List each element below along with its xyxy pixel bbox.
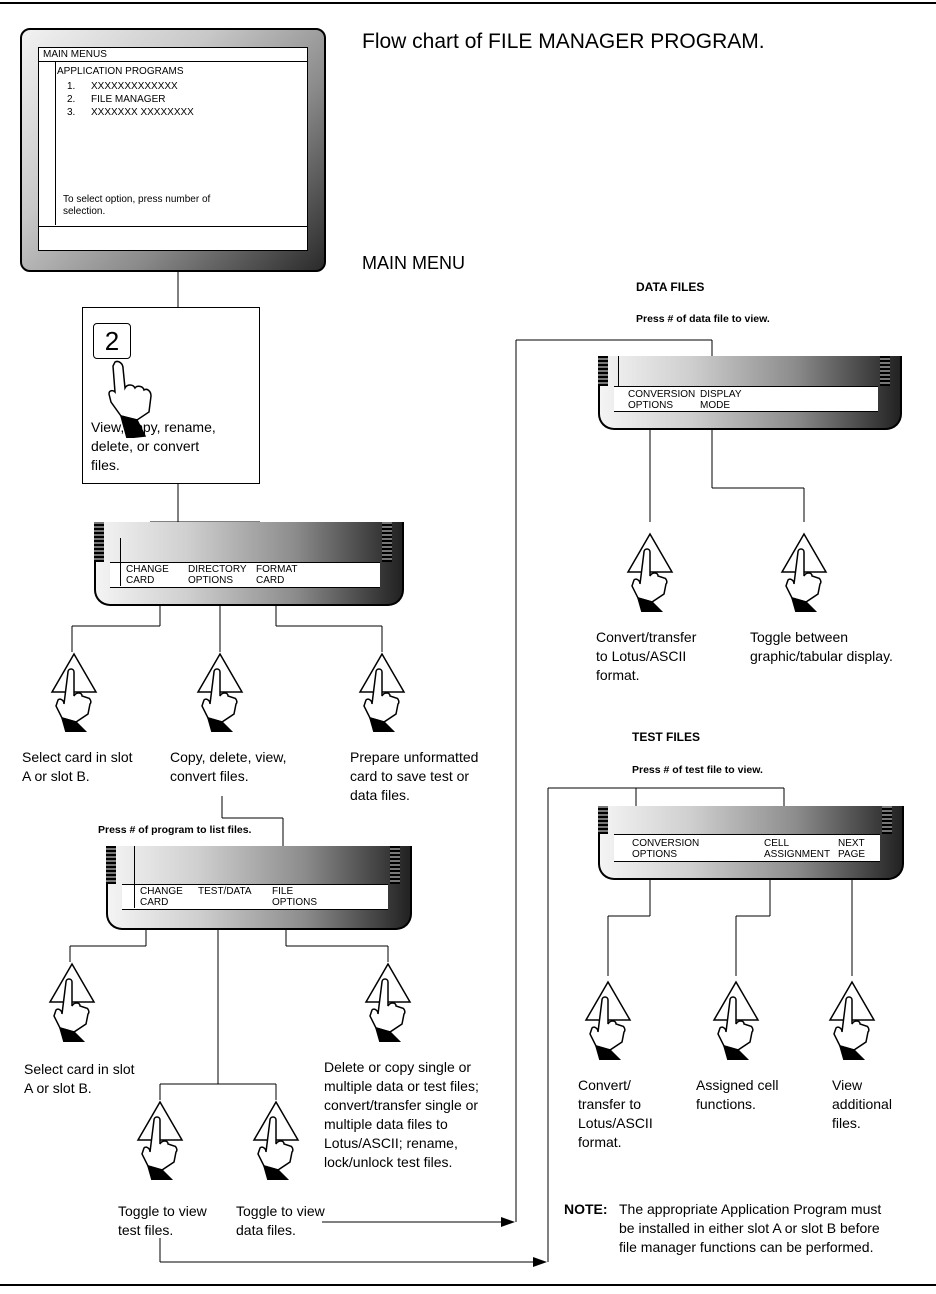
key-press-description: View, copy, rename, delete, or convert f… bbox=[91, 419, 216, 473]
note-text: The appropriate Application Program must… bbox=[619, 1201, 882, 1255]
test-files-display: CONVERSION OPTIONS CELL ASSIGNMENT NEXT … bbox=[598, 806, 904, 880]
display-mode-key[interactable]: DISPLAY MODE bbox=[700, 389, 742, 411]
menu-item-number: 2. bbox=[67, 94, 76, 105]
pointing-hand-icon bbox=[252, 1100, 300, 1180]
cell-assignment-key[interactable]: CELL ASSIGNMENT bbox=[764, 838, 831, 860]
data-files-instruction: Press # of data file to view. bbox=[636, 313, 770, 325]
file-manager-display: CHANGE CARD DIRECTORY OPTIONS FORMAT CAR… bbox=[94, 522, 404, 606]
test-files-instruction: Press # of test file to view. bbox=[632, 764, 763, 776]
pointing-hand-icon bbox=[48, 962, 96, 1042]
menu-item-number: 3. bbox=[67, 107, 76, 118]
menu-item-label: FILE MANAGER bbox=[91, 94, 166, 105]
monitor-footer-line bbox=[39, 226, 307, 227]
toggle-test-caption: Toggle to view test files. bbox=[118, 1203, 207, 1238]
menu-item-label: XXXXXXXXXXXXX bbox=[91, 81, 178, 92]
assigned-cell-caption: Assigned cell functions. bbox=[696, 1077, 779, 1112]
file-options-key[interactable]: FILE OPTIONS bbox=[272, 886, 318, 908]
select-card-caption: Select card in slot A or slot B. bbox=[22, 749, 133, 784]
directory-display: CHANGE CARD TEST/DATA FILE OPTIONS bbox=[106, 846, 412, 930]
pointing-hand-icon bbox=[196, 652, 244, 732]
test-data-key[interactable]: TEST/DATA bbox=[198, 886, 252, 897]
monitor-header: MAIN MENUS bbox=[39, 48, 307, 62]
note-label: NOTE: bbox=[564, 1201, 608, 1217]
test-convert-caption: Convert/ transfer to Lotus/ASCII format. bbox=[578, 1077, 653, 1150]
pointing-hand-icon bbox=[364, 962, 412, 1042]
prepare-card-caption: Prepare unformatted card to save test or… bbox=[350, 749, 479, 803]
pointing-hand-icon bbox=[108, 360, 152, 438]
delete-copy-caption: Delete or copy single or multiple data o… bbox=[324, 1059, 479, 1170]
number-key[interactable]: 2 bbox=[93, 323, 131, 359]
monitor-screen: MAIN MENUS APPLICATION PROGRAMS 1. XXXXXX… bbox=[38, 47, 308, 251]
change-card-key[interactable]: CHANGE CARD bbox=[140, 886, 183, 908]
top-rule bbox=[0, 2, 936, 4]
pointing-hand-icon bbox=[828, 980, 876, 1060]
conversion-options-key[interactable]: CONVERSION OPTIONS bbox=[628, 389, 696, 411]
toggle-display-caption: Toggle between graphic/tabular display. bbox=[750, 629, 893, 664]
pointing-hand-icon bbox=[50, 652, 98, 732]
page-title: Flow chart of FILE MANAGER PROGRAM. bbox=[362, 30, 765, 53]
format-card-key[interactable]: FORMAT CARD bbox=[256, 564, 298, 586]
monitor-divider bbox=[55, 62, 56, 225]
toggle-data-caption: Toggle to view data files. bbox=[236, 1203, 325, 1238]
main-menu-monitor: MAIN MENUS APPLICATION PROGRAMS 1. XXXXXX… bbox=[20, 28, 326, 272]
pointing-hand-icon bbox=[626, 532, 674, 612]
test-files-heading: TEST FILES bbox=[632, 730, 701, 744]
conversion-options-key[interactable]: CONVERSION OPTIONS bbox=[632, 838, 700, 860]
pointing-hand-icon bbox=[584, 980, 632, 1060]
menu-item-3[interactable]: 3. XXXXXXX XXXXXXXX bbox=[67, 106, 194, 119]
menu-item-number: 1. bbox=[67, 81, 76, 92]
next-page-key[interactable]: NEXT PAGE bbox=[838, 838, 866, 860]
monitor-instruction: To select option, press number of select… bbox=[63, 194, 211, 217]
directory-options-key[interactable]: DIRECTORY OPTIONS bbox=[188, 564, 247, 586]
change-card-key[interactable]: CHANGE CARD bbox=[126, 564, 169, 586]
pointing-hand-icon bbox=[358, 652, 406, 732]
copy-delete-caption: Copy, delete, view, convert files. bbox=[170, 749, 287, 784]
data-files-heading: DATA FILES bbox=[636, 280, 705, 294]
bottom-rule bbox=[0, 1284, 936, 1286]
select-card-caption: Select card in slot A or slot B. bbox=[24, 1061, 135, 1096]
key-press-box: 2 View, copy, rename, delete, or convert… bbox=[82, 307, 260, 484]
menu-item-1[interactable]: 1. XXXXXXXXXXXXX bbox=[67, 80, 178, 93]
data-convert-caption: Convert/transfer to Lotus/ASCII format. bbox=[596, 629, 697, 683]
menu-item-label: XXXXXXX XXXXXXXX bbox=[91, 107, 194, 118]
press-program-instruction: Press # of program to list files. bbox=[98, 824, 252, 836]
pointing-hand-icon bbox=[712, 980, 760, 1060]
monitor-subheader: APPLICATION PROGRAMS bbox=[57, 66, 184, 77]
view-additional-caption: View additional files. bbox=[832, 1077, 892, 1131]
pointing-hand-icon bbox=[136, 1100, 184, 1180]
data-files-display: CONVERSION OPTIONS DISPLAY MODE bbox=[598, 356, 902, 430]
menu-item-2[interactable]: 2. FILE MANAGER bbox=[67, 93, 165, 106]
pointing-hand-icon bbox=[780, 532, 828, 612]
main-menu-label: MAIN MENU bbox=[362, 253, 465, 273]
